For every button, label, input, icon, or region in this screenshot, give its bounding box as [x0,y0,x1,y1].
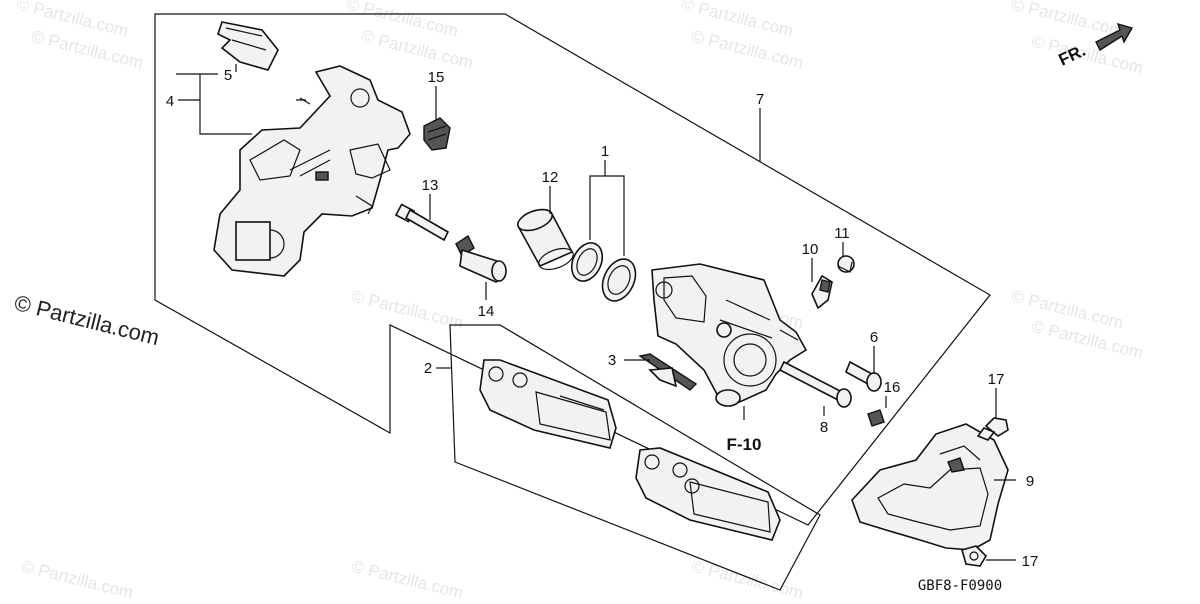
callout-12: 12 [542,169,559,186]
callout-17-lower: 17 [1022,553,1039,570]
callout-6: 6 [870,329,878,346]
slide-pin [455,234,507,283]
pad-pin [778,360,852,408]
front-arrow: FR. [1056,22,1134,70]
pad-retainer [638,353,698,391]
disc-guard [851,423,1009,551]
plug [867,409,885,427]
callout-leaders [176,64,1016,561]
caliper-bracket [213,65,411,277]
brake-pad-inner [479,359,617,449]
callout-8: 8 [820,419,828,436]
front-label: FR. [1056,41,1089,70]
callout-16: 16 [884,379,901,396]
callout-7: 7 [756,91,764,108]
reference-label: F-10 [727,435,762,454]
callout-2: 2 [424,360,432,377]
callout-11: 11 [834,225,850,242]
callout-3: 3 [608,352,616,369]
callout-15: 15 [428,69,445,86]
callout-1: 1 [601,143,609,160]
brake-pad-outer [635,447,781,541]
caliper-piston [516,208,574,271]
callout-14: 14 [478,303,495,320]
piston-seal-set [570,242,637,302]
callout-4: 4 [166,93,174,110]
drawing-code: GBF8-F0900 [918,578,1002,594]
pad-set-outline [449,324,821,591]
bleeder-valve [811,274,833,310]
callout-9: 9 [1026,473,1034,490]
guard-bolt-upper [976,417,1009,441]
callout-13: 13 [422,177,439,194]
pin-bolt [394,203,450,242]
caliper-bolt [844,360,882,392]
callout-17-upper: 17 [988,371,1005,388]
callout-10: 10 [802,241,819,258]
caliper-body [651,263,808,407]
pad-spring-clip [217,21,279,71]
bleeder-cap [837,255,855,273]
guard-bolt-lower [961,545,988,567]
dust-cap [423,117,451,151]
callout-5: 5 [224,67,232,84]
